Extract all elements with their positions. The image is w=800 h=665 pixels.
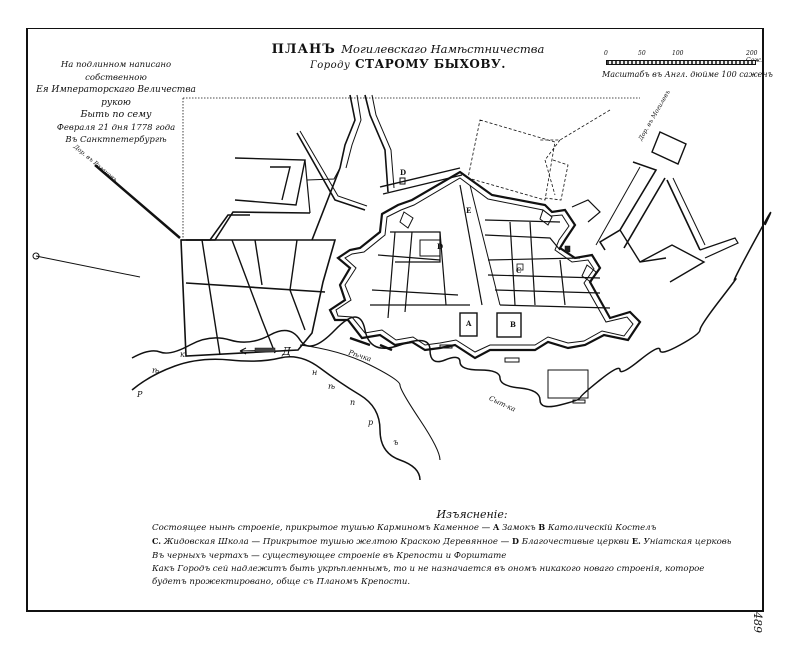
approval-line: На подлинном написано собственною (60, 60, 172, 83)
legend-row: C. Жидовская Школа — Прикрытое тушью жел… (152, 536, 732, 548)
label-D-church: D (437, 242, 444, 251)
legend: Изъясненіе: Состоящее нынѣ строеніе, при… (152, 508, 752, 589)
title-small: Городу (310, 59, 351, 71)
label-B: B (510, 320, 516, 329)
road-west (94, 164, 181, 239)
page-number: 489 (751, 612, 764, 633)
isolated-building (651, 131, 687, 165)
legend-row: Какъ Городъ сей надлежитъ быть укрѣпленн… (152, 563, 705, 574)
label-C: C (516, 266, 522, 275)
river-letter: ъ (393, 438, 399, 447)
title-prefix: ПЛАНЪ (271, 42, 336, 57)
label-A: A (466, 319, 472, 328)
scale-tick: 0 (604, 50, 608, 57)
label-E: E (466, 206, 472, 215)
river-letter: ѣ (152, 366, 160, 375)
scale-bar: 0 50 100 200 Саж. Масштабъ въ Англ. дюйм… (596, 46, 776, 86)
river-letter: п (350, 398, 356, 407)
approval-line: Ея Императорскаго Величества рукою (36, 85, 196, 108)
suburb-west (180, 239, 337, 357)
label-D-gate: D (400, 168, 407, 177)
river-letter: н (312, 368, 318, 377)
legend-title: Изъясненіе: (436, 508, 508, 521)
river-letter: ѣ (328, 382, 336, 391)
south-building (547, 369, 589, 399)
map-frame (26, 28, 764, 612)
approval-line: Въ Санктпетербургѣ (65, 135, 167, 145)
river-dnieper-north-bank (131, 211, 772, 408)
approval-line: Февраля 21 дня 1778 года (56, 122, 176, 133)
legend-row: Состоящее нынѣ строеніе, прикрытое тушью… (152, 522, 657, 534)
imperial-approval: На подлинном написано собственною Ея Имп… (36, 59, 196, 147)
scale-bar-graphic (606, 60, 756, 65)
building-A (459, 312, 478, 337)
projected-square (467, 119, 556, 201)
river-letter: Р (137, 390, 143, 399)
title-script: Могилевскаго Намѣстничества (341, 42, 545, 56)
river-letter: р (368, 418, 374, 427)
map-title: ПЛАНЪ Могилевскаго Намѣстничества Городу… (258, 42, 558, 72)
scale-caption: Масштабъ въ Англ. дюйме 100 саженъ (602, 70, 773, 79)
legend-row: будетъ прожектировано, обще съ Планомъ К… (152, 577, 411, 588)
scale-tick: 100 (672, 50, 684, 57)
river-dnieper-south-bank (131, 356, 421, 481)
road-southwest (35, 255, 141, 278)
approval-line: Быть по сему (80, 109, 152, 120)
scale-tick: 50 (638, 50, 646, 57)
river-letter: к (180, 350, 185, 359)
building-B (496, 312, 522, 338)
legend-row: Въ черныхъ чертахъ — существующее строен… (152, 550, 507, 561)
river-letter: Д (282, 345, 291, 358)
title-city: СТАРОМУ БЫХОВУ. (354, 56, 506, 71)
